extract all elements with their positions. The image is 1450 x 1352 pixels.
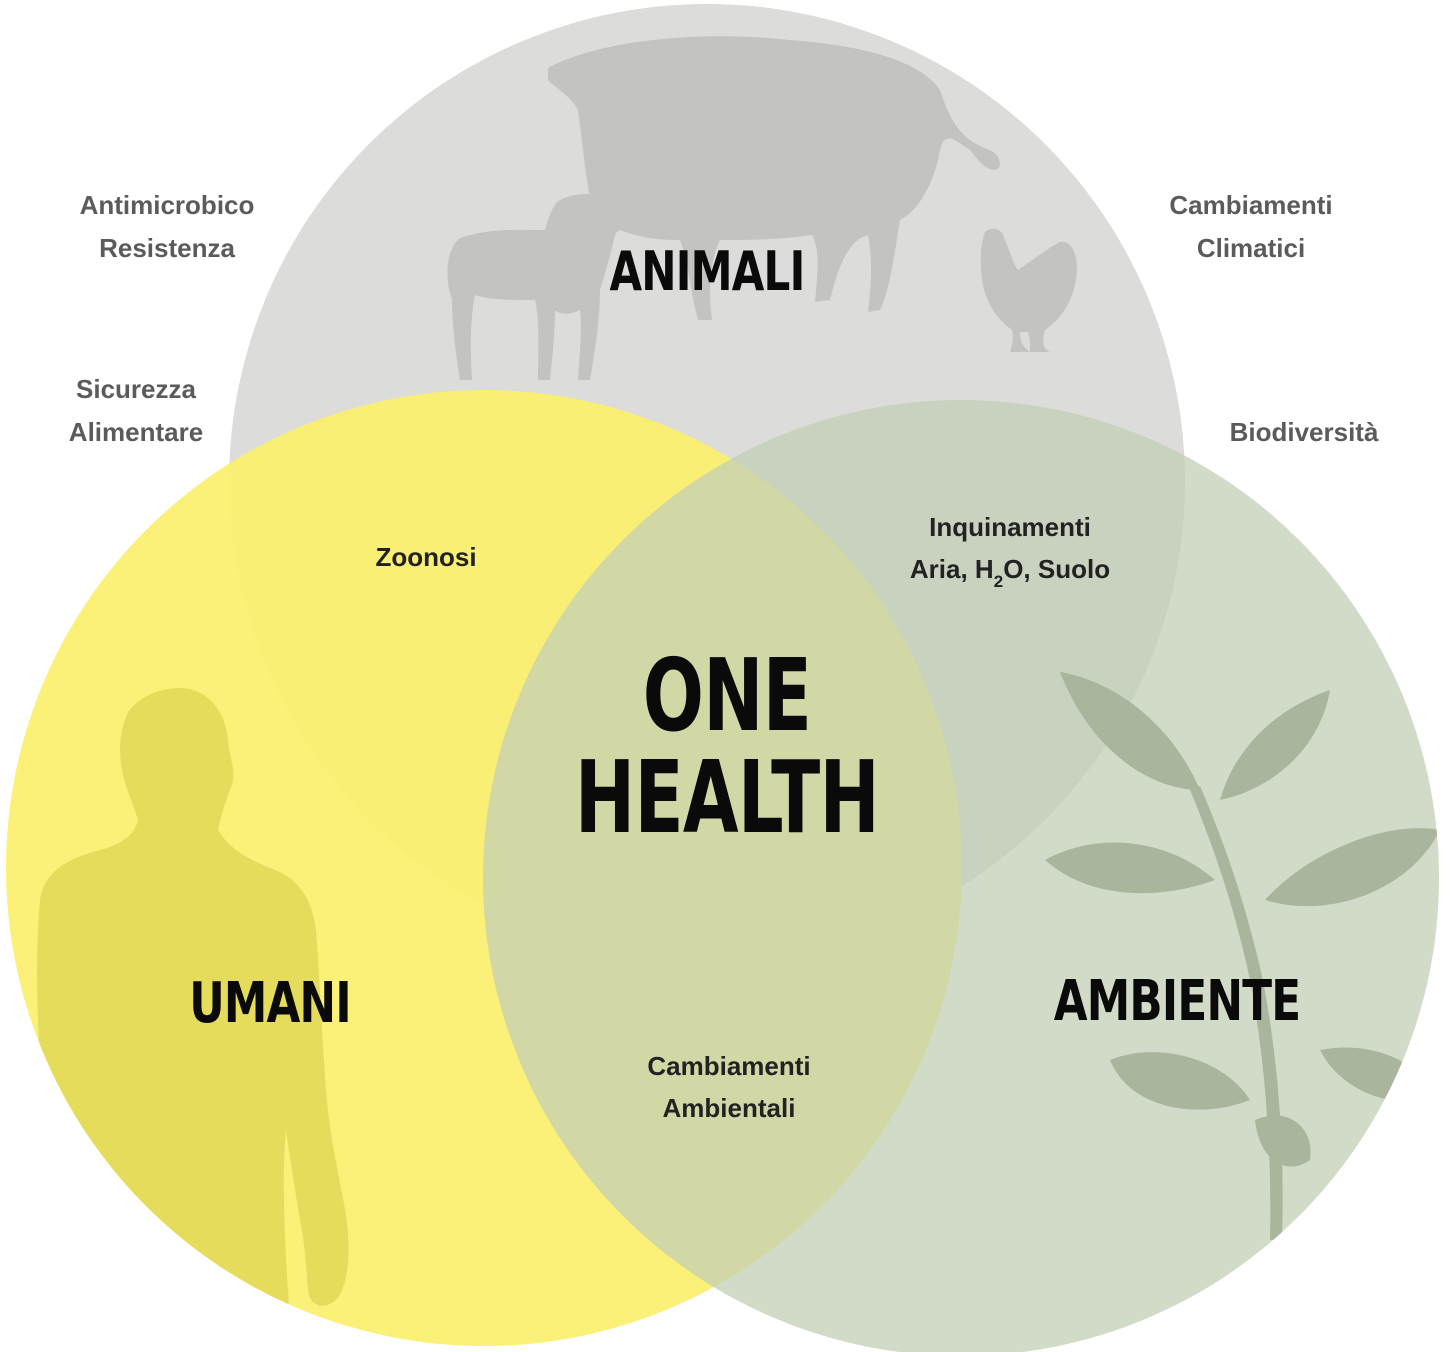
umani-title: UMANI	[189, 970, 351, 1036]
inquinamenti-label-line1: Inquinamenti	[929, 512, 1091, 542]
cambiamenti-ambientali-line2: Ambientali	[663, 1093, 796, 1123]
zoonosi-label: Zoonosi	[375, 542, 476, 572]
sicurezza-line1: Sicurezza	[76, 374, 196, 404]
inquinamenti-label-line2: Aria, H2O, Suolo	[910, 554, 1110, 591]
biodiversita-label: Biodiversità	[1230, 417, 1379, 447]
cambiamenti-ambientali-line1: Cambiamenti	[647, 1051, 810, 1081]
climatici-line2: Climatici	[1197, 233, 1305, 263]
chicken-icon	[980, 228, 1077, 352]
ambiente-title: AMBIENTE	[1054, 968, 1301, 1034]
climatici-line1: Cambiamenti	[1169, 190, 1332, 220]
antimicrobico-line1: Antimicrobico	[80, 190, 255, 220]
center-title-line2: HEALTH	[575, 739, 879, 856]
center-title-line1: ONE	[643, 637, 811, 754]
sicurezza-line2: Alimentare	[69, 417, 203, 447]
ambiente-circle	[483, 400, 1439, 1352]
sheep-icon	[447, 194, 627, 380]
antimicrobico-line2: Resistenza	[99, 233, 235, 263]
cow-icon	[548, 36, 1001, 321]
animali-title: ANIMALI	[609, 241, 804, 303]
